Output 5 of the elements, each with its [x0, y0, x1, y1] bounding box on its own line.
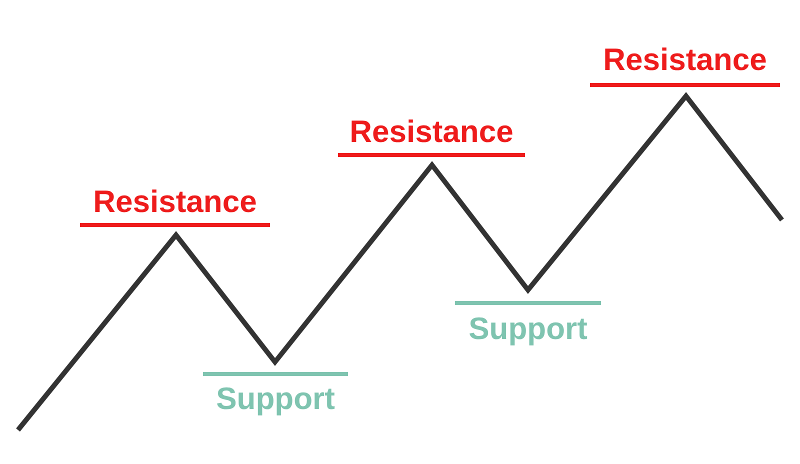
resistance-label: Resistance [602, 42, 768, 78]
resistance-label: Resistance [348, 114, 514, 150]
support-label: Support [215, 381, 336, 417]
resistance-label: Resistance [92, 184, 258, 220]
support-label: Support [468, 311, 588, 347]
